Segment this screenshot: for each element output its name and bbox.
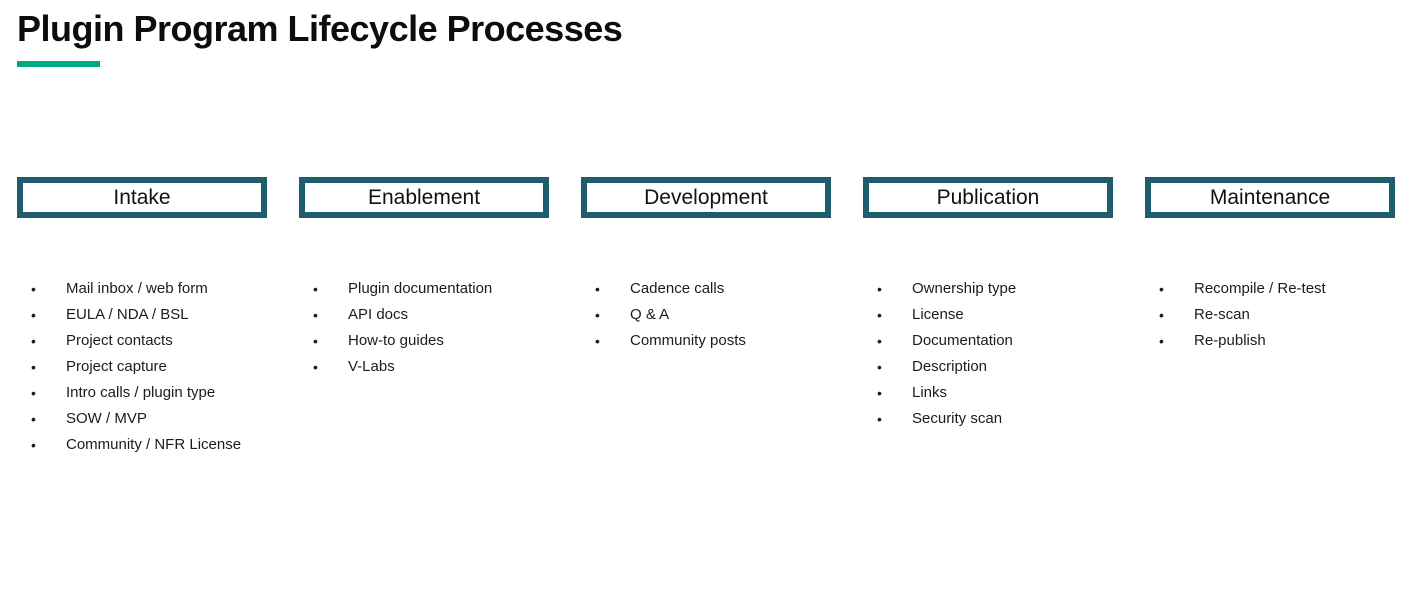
stage-header-enablement: Enablement	[299, 177, 549, 218]
bullet-icon: •	[877, 307, 882, 323]
list-item-text: SOW / MVP	[66, 410, 147, 427]
list-item: • How-to guides	[299, 328, 549, 354]
bullet-icon: •	[313, 333, 318, 349]
list-item-text: Links	[912, 384, 948, 401]
list-item: • V-Labs	[299, 354, 549, 380]
stage-header-maintenance: Maintenance	[1145, 177, 1395, 218]
list-item-text: Ownership type	[912, 280, 1017, 297]
lifecycle-columns: Intake • Mail inbox / web form • EULA / NDA…	[17, 177, 1395, 458]
list-item-text: Mail inbox / web form	[66, 280, 208, 297]
list-item: • API docs	[299, 302, 549, 328]
list-item: • Ownership type	[863, 276, 1113, 302]
list-item-text: Q & A	[630, 306, 670, 323]
title-accent-bar	[17, 61, 100, 67]
list-item-text: Plugin documentation	[348, 280, 493, 297]
list-item: • Description	[863, 354, 1113, 380]
list-item: • License	[863, 302, 1113, 328]
list-item: • Intro calls / plugin type	[17, 380, 267, 406]
bullet-icon: •	[313, 281, 318, 297]
bullet-icon: •	[877, 385, 882, 401]
bullet-icon: •	[1159, 333, 1164, 349]
list-item: • Cadence calls	[581, 276, 831, 302]
bullet-icon: •	[877, 411, 882, 427]
list-item-text: EULA / NDA / BSL	[66, 306, 189, 323]
list-item: • SOW / MVP	[17, 406, 267, 432]
stage-header-publication: Publication	[863, 177, 1113, 218]
stage-header-label: Development	[644, 185, 768, 209]
bullet-icon: •	[595, 281, 600, 297]
bullet-icon: •	[877, 333, 882, 349]
stage-header-label: Maintenance	[1209, 185, 1331, 209]
stage-item-list-intake: •Mail inbox / web form•EULA / NDA / BSL•…	[17, 276, 267, 458]
list-item-text: V-Labs	[348, 358, 395, 375]
column-maintenance: Maintenance • Recompile / Re-test • Re-scan…	[1145, 177, 1395, 458]
list-item-text: Community posts	[630, 332, 746, 349]
list-item-text: Re-scan	[1194, 306, 1250, 323]
list-item: • Re-publish	[1145, 328, 1395, 354]
bullet-icon: •	[31, 437, 36, 453]
list-item: • Community / NFR License	[17, 432, 267, 458]
list-item-text: Cadence calls	[630, 280, 725, 297]
list-item-text: Documentation	[912, 332, 1013, 349]
column-development: Development • Cadence calls • Q & A • Communi…	[581, 177, 831, 458]
bullet-icon: •	[31, 411, 36, 427]
list-item: • Recompile / Re-test	[1145, 276, 1395, 302]
list-item: • Links	[863, 380, 1113, 406]
stage-header-label: Enablement	[367, 185, 481, 209]
list-item: • Mail inbox / web form	[17, 276, 267, 302]
bullet-icon: •	[595, 333, 600, 349]
list-item-text: Re-publish	[1194, 332, 1266, 349]
stage-item-list-enablement: • Plugin documentation • API docs • How-to gu…	[299, 276, 549, 380]
column-intake: Intake • Mail inbox / web form • EULA / NDA…	[17, 177, 267, 458]
column-enablement: Enablement • Plugin documentation • API doc…	[299, 177, 549, 458]
list-item-text: API docs	[348, 306, 409, 323]
bullet-icon: •	[1159, 307, 1164, 323]
page-title: Plugin Program Lifecycle Processes	[17, 8, 623, 49]
bullet-icon: •	[31, 281, 36, 297]
bullet-icon: •	[313, 307, 318, 323]
list-item: • Project capture	[17, 354, 267, 380]
bullet-icon: •	[31, 333, 36, 349]
stage-header-development: Development	[581, 177, 831, 218]
bullet-icon: •	[31, 359, 36, 375]
column-publication: Publication • Ownership type • License • Docu…	[863, 177, 1113, 458]
bullet-icon: •	[1159, 281, 1164, 297]
stage-header-label: Intake	[113, 185, 171, 209]
stage-header-label: Publication	[936, 185, 1040, 209]
bullet-icon: •	[595, 307, 600, 323]
list-item-text: Security scan	[912, 410, 1003, 427]
list-item: • EULA / NDA / BSL	[17, 302, 267, 328]
bullet-icon: •	[877, 281, 882, 297]
list-item-text: License	[912, 306, 964, 323]
list-item-text: Community / NFR License	[66, 436, 242, 453]
list-item-text: Project capture	[66, 358, 167, 375]
list-item: • Project contacts	[17, 328, 267, 354]
bullet-icon: •	[877, 359, 882, 375]
list-item: • Security scan	[863, 406, 1113, 432]
bullet-icon: •	[313, 359, 318, 375]
stage-item-list-development: • Cadence calls • Q & A • Community posts	[581, 276, 831, 354]
bullet-icon: •	[31, 307, 36, 323]
list-item: • Q & A	[581, 302, 831, 328]
bullet-icon: •	[31, 385, 36, 401]
list-item-text: Description	[912, 358, 988, 375]
list-item: • Documentation	[863, 328, 1113, 354]
stage-item-list-maintenance: • Recompile / Re-test • Re-scan • Re-publish	[1145, 276, 1395, 354]
list-item-text: How-to guides	[348, 332, 444, 349]
list-item-text: Project contacts	[66, 332, 173, 349]
stage-item-list-publication: • Ownership type • License • Documentation • De…	[863, 276, 1113, 432]
stage-header-intake: Intake	[17, 177, 267, 218]
list-item: • Plugin documentation	[299, 276, 549, 302]
list-item: • Community posts	[581, 328, 831, 354]
list-item: • Re-scan	[1145, 302, 1395, 328]
list-item-text: Recompile / Re-test	[1194, 280, 1326, 297]
list-item-text: Intro calls / plugin type	[66, 384, 216, 401]
